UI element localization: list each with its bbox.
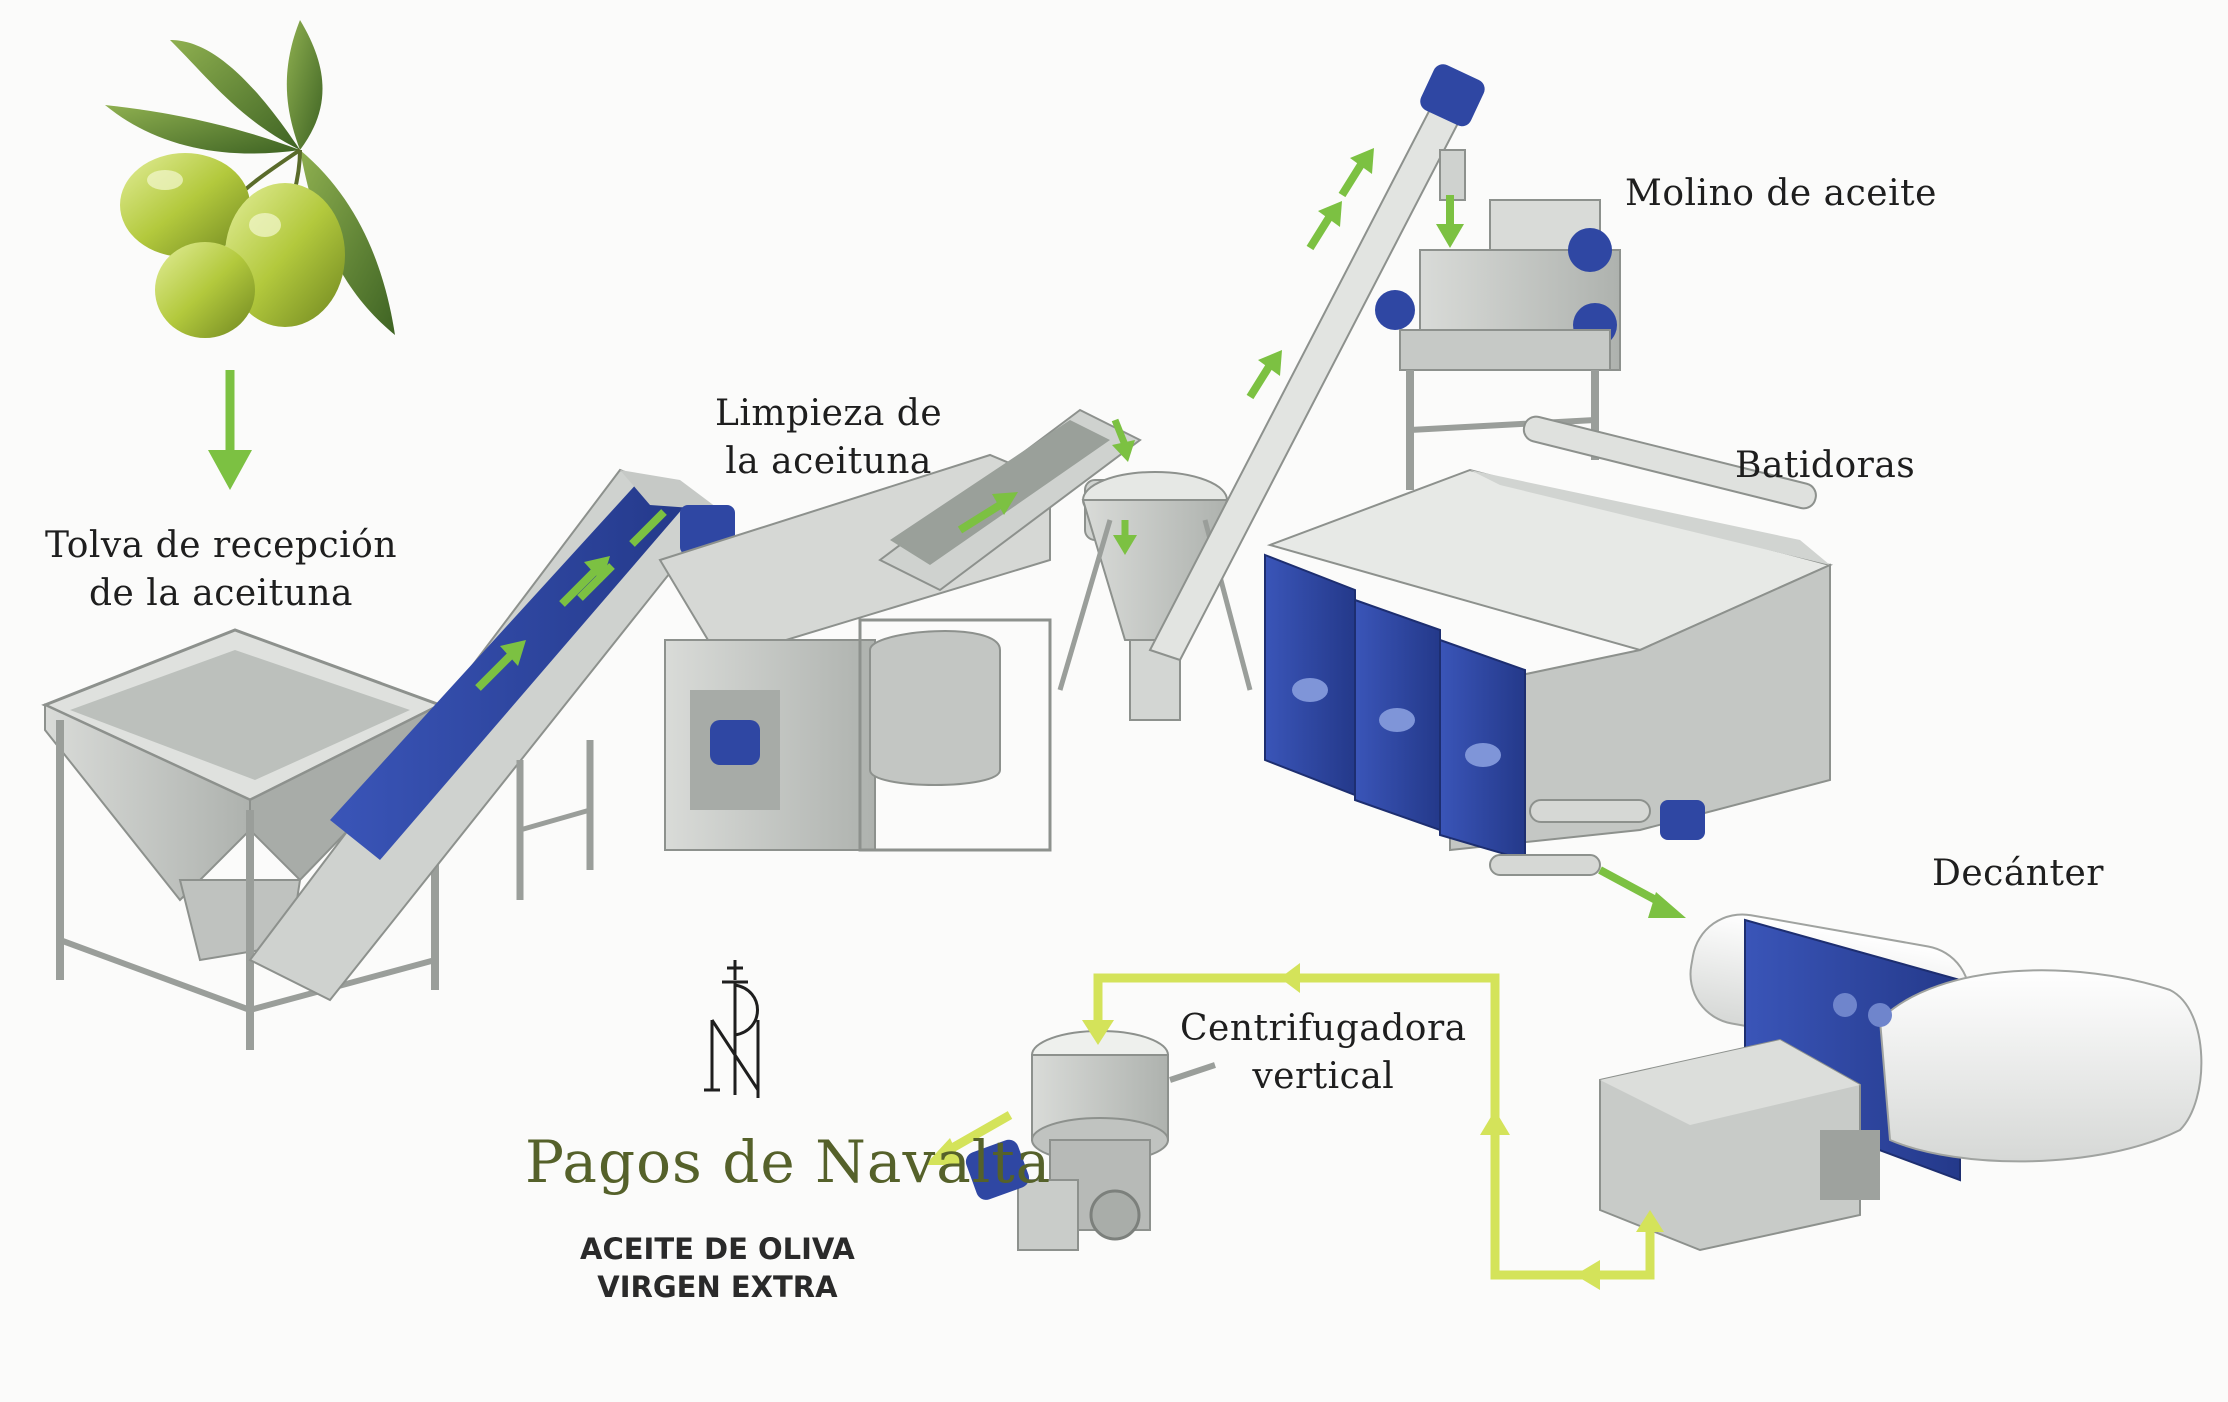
molino-machine bbox=[1375, 199, 1621, 490]
funnel bbox=[1057, 471, 1253, 721]
label-limpieza: Limpieza de la aceituna bbox=[715, 390, 942, 486]
label-centrifugadora-line1: Centrifugadora bbox=[1180, 1008, 1467, 1049]
label-tolva-line1: Tolva de recepción bbox=[45, 525, 398, 566]
pn-monogram-cross-icon bbox=[704, 960, 760, 1098]
brand-tagline-line2: VIRGEN EXTRA bbox=[597, 1270, 838, 1304]
olives-icon bbox=[105, 20, 395, 338]
label-batidoras-line1: Batidoras bbox=[1735, 445, 1916, 486]
output-arrows bbox=[925, 963, 1664, 1290]
label-molino-line1: Molino de aceite bbox=[1625, 173, 1937, 214]
batidoras-machine bbox=[1264, 415, 1833, 876]
flow-arrows bbox=[208, 148, 1686, 918]
label-tolva: Tolva de recepción de la aceituna bbox=[45, 522, 397, 618]
label-decanter-line1: Decánter bbox=[1932, 853, 2104, 894]
label-centrifugadora-line2: vertical bbox=[1252, 1056, 1395, 1097]
tolva-hopper bbox=[41, 628, 444, 1050]
label-limpieza-line1: Limpieza de bbox=[715, 393, 943, 434]
centrifugadora-machine bbox=[965, 1030, 1216, 1251]
label-centrifugadora: Centrifugadora vertical bbox=[1180, 1005, 1467, 1101]
label-batidoras: Batidoras bbox=[1735, 442, 1915, 490]
brand-tagline: ACEITE DE OLIVA VIRGEN EXTRA bbox=[580, 1230, 855, 1306]
label-limpieza-line2: la aceituna bbox=[725, 441, 932, 482]
brand-name: Pagos de Navalta bbox=[525, 1128, 1052, 1196]
label-molino: Molino de aceite bbox=[1625, 170, 1937, 218]
label-tolva-line2: de la aceituna bbox=[89, 573, 353, 614]
decanter-machine bbox=[1599, 913, 2203, 1252]
label-decanter: Decánter bbox=[1932, 850, 2104, 898]
auger-conveyor bbox=[1148, 64, 1485, 662]
brand-tagline-line1: ACEITE DE OLIVA bbox=[580, 1232, 855, 1266]
